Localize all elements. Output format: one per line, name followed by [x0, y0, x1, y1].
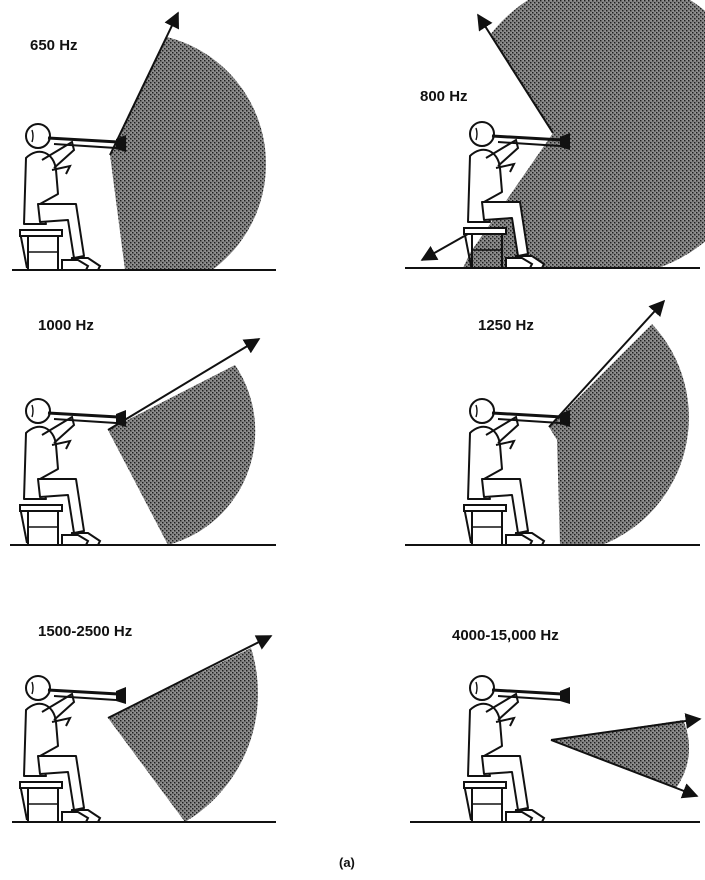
panel-1000hz: 1000 Hz — [10, 317, 276, 547]
panel-1500-2500hz: 1500-2500 Hz — [12, 623, 276, 824]
direction-arrow — [550, 713, 702, 741]
radiation-lobe — [463, 0, 705, 268]
panel-1250hz: 1250 Hz — [405, 299, 700, 547]
panel-label: 650 Hz — [30, 37, 78, 54]
direction-arrow — [550, 739, 699, 799]
radiation-lobe — [110, 37, 266, 270]
direction-arrow — [477, 13, 554, 134]
panel-650hz: 650 Hz — [12, 11, 276, 272]
radiation-lobe — [551, 720, 690, 788]
panel-label: 800 Hz — [420, 88, 468, 105]
radiation-lobe — [549, 324, 689, 545]
panel-800hz: 800 Hz — [405, 0, 705, 270]
panel-label: 1500-2500 Hz — [38, 623, 132, 640]
direction-arrow — [107, 338, 261, 431]
direction-arrow — [548, 299, 666, 428]
radiation-lobe — [108, 365, 256, 545]
radiation-lobe — [108, 648, 258, 822]
panel-label: 1000 Hz — [38, 317, 94, 334]
panel-4000-15000hz: 4000-15,000 Hz — [410, 627, 702, 824]
direction-arrow — [109, 11, 179, 156]
figure-caption: (a) — [339, 855, 355, 870]
direction-arrow — [107, 635, 273, 719]
panel-label: 4000-15,000 Hz — [452, 627, 559, 644]
panel-label: 1250 Hz — [478, 317, 534, 334]
